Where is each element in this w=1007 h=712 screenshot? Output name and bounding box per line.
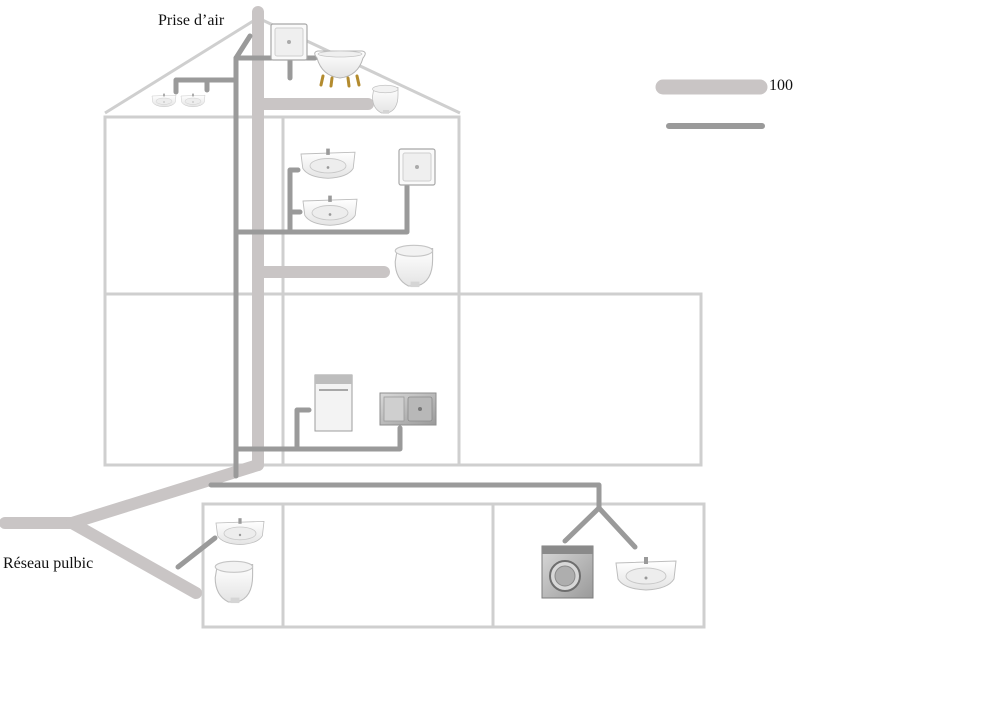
shower-tray-icon bbox=[398, 148, 436, 186]
wall-toilet-icon bbox=[214, 560, 254, 604]
air-intake-label: Prise d’air bbox=[158, 12, 225, 29]
ground-floor-frame bbox=[103, 292, 703, 467]
shower-tray-icon bbox=[270, 23, 308, 61]
washing-machine-drain bbox=[562, 505, 602, 544]
upper-floor-drain bbox=[233, 183, 410, 235]
legend-value-label: 100 bbox=[769, 77, 793, 94]
washbasin-icon bbox=[180, 93, 206, 108]
legend bbox=[655, 79, 768, 129]
wall-toilet-icon bbox=[394, 244, 434, 288]
washbasin-icon bbox=[151, 93, 177, 108]
washbasin-icon bbox=[215, 517, 265, 545]
washbasin-icon bbox=[302, 195, 358, 226]
main-drain-pipes bbox=[0, 6, 390, 599]
main-collector bbox=[0, 459, 264, 529]
upper-basin-1-drain bbox=[287, 167, 301, 235]
bathtub-icon bbox=[314, 50, 366, 88]
washbasin-icon bbox=[300, 148, 356, 179]
dishwasher-icon bbox=[314, 374, 353, 432]
washing-machine-icon bbox=[541, 545, 594, 599]
kitchen-sink-icon bbox=[379, 392, 437, 426]
basement-frame bbox=[201, 502, 706, 629]
basement-left-drain bbox=[175, 535, 218, 570]
public-network-label: Réseau pulbic bbox=[3, 555, 94, 572]
kitchen-drain bbox=[233, 425, 403, 452]
attic-basins-drain bbox=[173, 77, 239, 95]
basement-basin-drain bbox=[596, 505, 638, 550]
basement-drain bbox=[208, 482, 602, 511]
collector-branch bbox=[66, 517, 202, 599]
building-outline bbox=[103, 16, 706, 629]
secondary-stack bbox=[233, 33, 253, 479]
dishwasher-drain bbox=[294, 407, 312, 452]
wall-toilet-icon bbox=[372, 84, 399, 115]
washbasin-icon bbox=[615, 556, 677, 591]
